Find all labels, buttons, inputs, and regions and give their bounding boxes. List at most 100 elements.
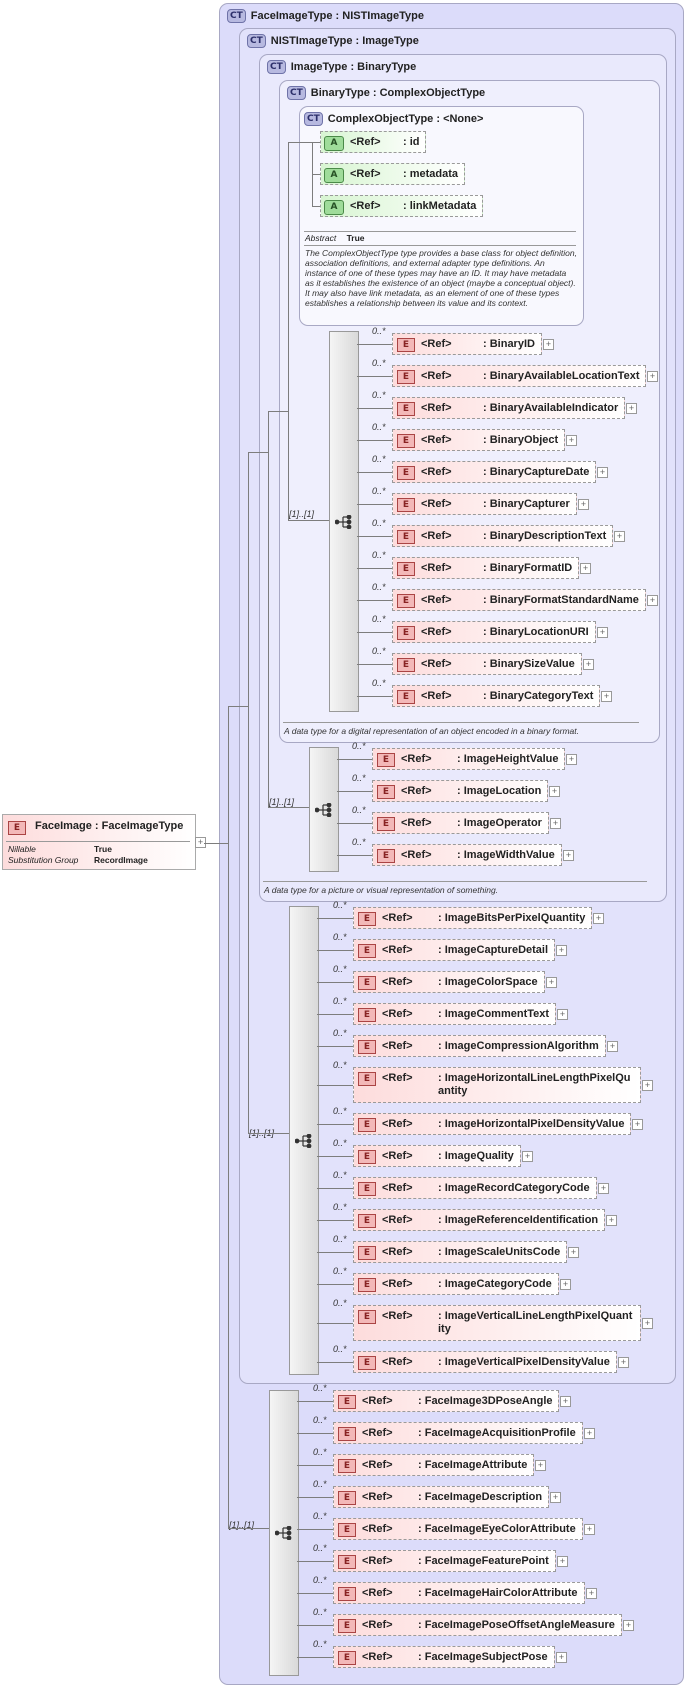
- element-faceimageposeoffsetanglemeasure[interactable]: E<Ref>: FaceImagePoseOffsetAngleMeasure: [333, 1614, 622, 1636]
- connector-line: [297, 1529, 333, 1530]
- expand-icon[interactable]: +: [535, 1460, 546, 1471]
- element-name: : ImageCompressionAlgorithm: [438, 1040, 599, 1052]
- element-binarysizevalue[interactable]: E<Ref>: BinarySizeValue: [392, 653, 582, 675]
- multiplicity-label: 0..*: [352, 837, 366, 847]
- element-imagescaleunitscode[interactable]: E<Ref>: ImageScaleUnitsCode: [353, 1241, 567, 1263]
- expand-icon[interactable]: +: [642, 1318, 653, 1329]
- expand-icon[interactable]: +: [584, 1428, 595, 1439]
- element-ref: <Ref>: [421, 434, 452, 446]
- abstract-label: Abstract: [305, 233, 337, 243]
- expand-icon[interactable]: +: [606, 1215, 617, 1226]
- element-faceimagedescription[interactable]: E<Ref>: FaceImageDescription: [333, 1486, 549, 1508]
- expand-icon[interactable]: +: [614, 531, 625, 542]
- expand-icon[interactable]: +: [623, 1620, 634, 1631]
- element-binaryavailablelocationtext[interactable]: E<Ref>: BinaryAvailableLocationText: [392, 365, 646, 387]
- connector-line: [357, 408, 392, 409]
- expand-icon[interactable]: +: [586, 1588, 597, 1599]
- element-imageverticalpixeldensityvalue[interactable]: E<Ref>: ImageVerticalPixelDensityValue: [353, 1351, 617, 1373]
- connector-line: [317, 918, 353, 919]
- expand-icon[interactable]: +: [584, 1524, 595, 1535]
- multiplicity-label: 0..*: [313, 1575, 327, 1585]
- element-imagehorizontallinelengthpixelquantity[interactable]: E<Ref>: ImageHorizontalLineLengthPixelQu…: [353, 1067, 641, 1103]
- multiplicity-label: 0..*: [333, 1028, 347, 1038]
- element-faceimageeyecolorattribute[interactable]: E<Ref>: FaceImageEyeColorAttribute: [333, 1518, 583, 1540]
- expand-icon[interactable]: +: [566, 435, 577, 446]
- expand-icon[interactable]: +: [563, 850, 574, 861]
- element-binaryavailableindicator[interactable]: E<Ref>: BinaryAvailableIndicator: [392, 397, 625, 419]
- multiplicity-label: 0..*: [372, 326, 386, 336]
- attribute-id[interactable]: A<Ref>: id: [320, 131, 426, 153]
- element-ref: <Ref>: [401, 849, 432, 861]
- element-faceimagesubjectpose[interactable]: E<Ref>: FaceImageSubjectPose: [333, 1646, 555, 1668]
- expand-icon[interactable]: +: [557, 1009, 568, 1020]
- element-imagereferenceidentification[interactable]: E<Ref>: ImageReferenceIdentification: [353, 1209, 605, 1231]
- element-binarylocationuri[interactable]: E<Ref>: BinaryLocationURI: [392, 621, 596, 643]
- expand-icon[interactable]: +: [557, 1556, 568, 1567]
- expand-icon[interactable]: +: [578, 499, 589, 510]
- expand-icon[interactable]: +: [550, 1492, 561, 1503]
- expand-icon[interactable]: +: [593, 913, 604, 924]
- expand-icon[interactable]: +: [580, 563, 591, 574]
- element-imagecapturedetail[interactable]: E<Ref>: ImageCaptureDetail: [353, 939, 555, 961]
- expand-icon[interactable]: +: [560, 1279, 571, 1290]
- element-faceimagehaircolorattribute[interactable]: E<Ref>: FaceImageHairColorAttribute: [333, 1582, 585, 1604]
- element-binaryid[interactable]: E<Ref>: BinaryID: [392, 333, 542, 355]
- element-faceimage3dposeangle[interactable]: E<Ref>: FaceImage3DPoseAngle: [333, 1390, 559, 1412]
- element-faceimagefeaturepoint[interactable]: E<Ref>: FaceImageFeaturePoint: [333, 1550, 556, 1572]
- expand-icon[interactable]: +: [556, 1652, 567, 1663]
- element-icon: E: [397, 626, 415, 640]
- element-imagebitsperpixelquantity[interactable]: E<Ref>: ImageBitsPerPixelQuantity: [353, 907, 592, 929]
- element-binaryformatid[interactable]: E<Ref>: BinaryFormatID: [392, 557, 579, 579]
- expand-icon[interactable]: +: [607, 1041, 618, 1052]
- expand-icon[interactable]: +: [647, 595, 658, 606]
- sequence-icon: [335, 514, 352, 529]
- element-imagewidthvalue[interactable]: E<Ref>: ImageWidthValue: [372, 844, 562, 866]
- expand-icon[interactable]: +: [549, 786, 560, 797]
- expand-icon[interactable]: +: [647, 371, 658, 382]
- expand-icon[interactable]: +: [560, 1396, 571, 1407]
- expand-icon[interactable]: +: [598, 1183, 609, 1194]
- expand-icon[interactable]: +: [597, 627, 608, 638]
- element-binarycategorytext[interactable]: E<Ref>: BinaryCategoryText: [392, 685, 600, 707]
- expand-icon[interactable]: +: [556, 945, 567, 956]
- element-imagequality[interactable]: E<Ref>: ImageQuality: [353, 1145, 521, 1167]
- element-imagerecordcategorycode[interactable]: E<Ref>: ImageRecordCategoryCode: [353, 1177, 597, 1199]
- expand-icon[interactable]: +: [522, 1151, 533, 1162]
- element-binarycapturedate[interactable]: E<Ref>: BinaryCaptureDate: [392, 461, 596, 483]
- element-imagecategorycode[interactable]: E<Ref>: ImageCategoryCode: [353, 1273, 559, 1295]
- element-imageoperator[interactable]: E<Ref>: ImageOperator: [372, 812, 549, 834]
- expand-icon[interactable]: +: [601, 691, 612, 702]
- expand-icon[interactable]: +: [597, 467, 608, 478]
- expand-icon[interactable]: +: [550, 818, 561, 829]
- element-imagecompressionalgorithm[interactable]: E<Ref>: ImageCompressionAlgorithm: [353, 1035, 606, 1057]
- element-binaryobject[interactable]: E<Ref>: BinaryObject: [392, 429, 565, 451]
- expand-icon[interactable]: +: [583, 659, 594, 670]
- element-faceimageacquisitionprofile[interactable]: E<Ref>: FaceImageAcquisitionProfile: [333, 1422, 583, 1444]
- element-icon: E: [8, 821, 26, 835]
- element-faceimageattribute[interactable]: E<Ref>: FaceImageAttribute: [333, 1454, 534, 1476]
- element-imagecolorspace[interactable]: E<Ref>: ImageColorSpace: [353, 971, 545, 993]
- expand-icon[interactable]: +: [632, 1119, 643, 1130]
- element-imageverticallinelengthpixelquantity[interactable]: E<Ref>: ImageVerticalLineLengthPixelQuan…: [353, 1305, 641, 1341]
- expand-icon[interactable]: +: [195, 837, 206, 848]
- connector-line: [357, 440, 392, 441]
- element-binarydescriptiontext[interactable]: E<Ref>: BinaryDescriptionText: [392, 525, 613, 547]
- expand-icon[interactable]: +: [626, 403, 637, 414]
- expand-icon[interactable]: +: [546, 977, 557, 988]
- expand-icon[interactable]: +: [566, 754, 577, 765]
- attribute-metadata[interactable]: A<Ref>: metadata: [320, 163, 465, 185]
- element-binarycapturer[interactable]: E<Ref>: BinaryCapturer: [392, 493, 577, 515]
- element-imageheightvalue[interactable]: E<Ref>: ImageHeightValue: [372, 748, 565, 770]
- element-imagecommenttext[interactable]: E<Ref>: ImageCommentText: [353, 1003, 556, 1025]
- expand-icon[interactable]: +: [568, 1247, 579, 1258]
- expand-icon[interactable]: +: [618, 1357, 629, 1368]
- element-ref: <Ref>: [382, 1040, 413, 1052]
- element-binaryformatstandardname[interactable]: E<Ref>: BinaryFormatStandardName: [392, 589, 646, 611]
- element-imagehorizontalpixeldensityvalue[interactable]: E<Ref>: ImageHorizontalPixelDensityValue: [353, 1113, 631, 1135]
- element-imagelocation[interactable]: E<Ref>: ImageLocation: [372, 780, 548, 802]
- binarytype-description: A data type for a digital representation…: [284, 726, 580, 736]
- expand-icon[interactable]: +: [642, 1080, 653, 1091]
- attribute-linkmetadata[interactable]: A<Ref>: linkMetadata: [320, 195, 483, 217]
- expand-icon[interactable]: +: [543, 339, 554, 350]
